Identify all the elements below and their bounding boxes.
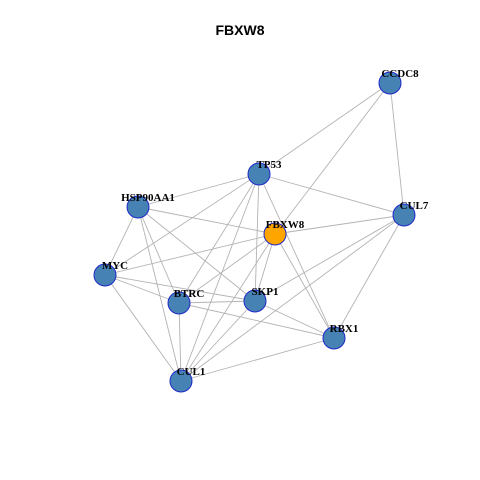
edge-fbxw8-btrc <box>178 233 276 304</box>
edge-tp53-btrc <box>178 173 260 304</box>
edge-hsp90aa1-myc <box>104 206 139 276</box>
edge-ccdc8-cul7 <box>389 82 405 216</box>
node-tp53 <box>247 162 271 186</box>
edge-btrc-rbx1 <box>178 302 335 339</box>
node-label-fbxw8: FBXW8 <box>266 219 305 231</box>
edge-cul7-skp1 <box>254 214 405 302</box>
node-label-cul7: CUL7 <box>400 200 429 212</box>
edge-tp53-hsp90aa1 <box>137 173 260 208</box>
edge-tp53-cul1 <box>180 173 260 382</box>
node-ccdc8 <box>378 71 402 95</box>
node-hsp90aa1 <box>126 195 150 219</box>
node-cul1 <box>169 369 193 393</box>
edge-tp53-cul7 <box>258 173 405 216</box>
graph-title: FBXW8 <box>215 22 265 38</box>
node-label-skp1: SKP1 <box>252 286 279 298</box>
edge-fbxw8-rbx1 <box>274 233 335 339</box>
edge-myc-skp1 <box>104 274 256 302</box>
edge-skp1-cul1 <box>180 300 256 382</box>
edge-myc-btrc <box>104 274 180 304</box>
edge-myc-cul1 <box>104 274 182 382</box>
edge-rbx1-cul1 <box>180 337 335 382</box>
edge-cul7-cul1 <box>180 214 405 382</box>
edge-fbxw8-myc <box>104 233 276 276</box>
edge-hsp90aa1-fbxw8 <box>137 206 276 235</box>
edges-layer <box>104 82 405 382</box>
edge-tp53-skp1 <box>254 173 260 302</box>
node-label-btrc: BTRC <box>174 288 205 300</box>
node-label-cul1: CUL1 <box>177 366 206 378</box>
node-label-rbx1: RBX1 <box>330 323 359 335</box>
edge-hsp90aa1-skp1 <box>137 206 256 302</box>
edge-tp53-myc <box>104 173 260 276</box>
edge-fbxw8-cul7 <box>274 214 405 235</box>
node-btrc <box>167 291 191 315</box>
edge-hsp90aa1-cul1 <box>137 206 182 382</box>
edge-fbxw8-cul1 <box>180 233 276 382</box>
edge-cul7-rbx1 <box>333 214 405 339</box>
edge-tp53-rbx1 <box>258 173 335 339</box>
node-skp1 <box>243 289 267 313</box>
node-fbxw8 <box>263 222 287 246</box>
node-label-tp53: TP53 <box>256 159 282 171</box>
nodes-layer <box>93 71 416 393</box>
edge-btrc-cul1 <box>178 302 182 382</box>
edge-skp1-rbx1 <box>254 300 335 339</box>
node-label-ccdc8: CCDC8 <box>381 68 419 80</box>
edge-ccdc8-tp53 <box>258 82 391 175</box>
edge-fbxw8-skp1 <box>254 233 276 302</box>
edge-btrc-skp1 <box>178 300 256 304</box>
node-label-myc: MYC <box>102 260 128 272</box>
node-myc <box>93 263 117 287</box>
node-cul7 <box>392 203 416 227</box>
edge-ccdc8-fbxw8 <box>274 82 391 235</box>
node-rbx1 <box>322 326 346 350</box>
node-label-hsp90aa1: HSP90AA1 <box>121 192 175 204</box>
